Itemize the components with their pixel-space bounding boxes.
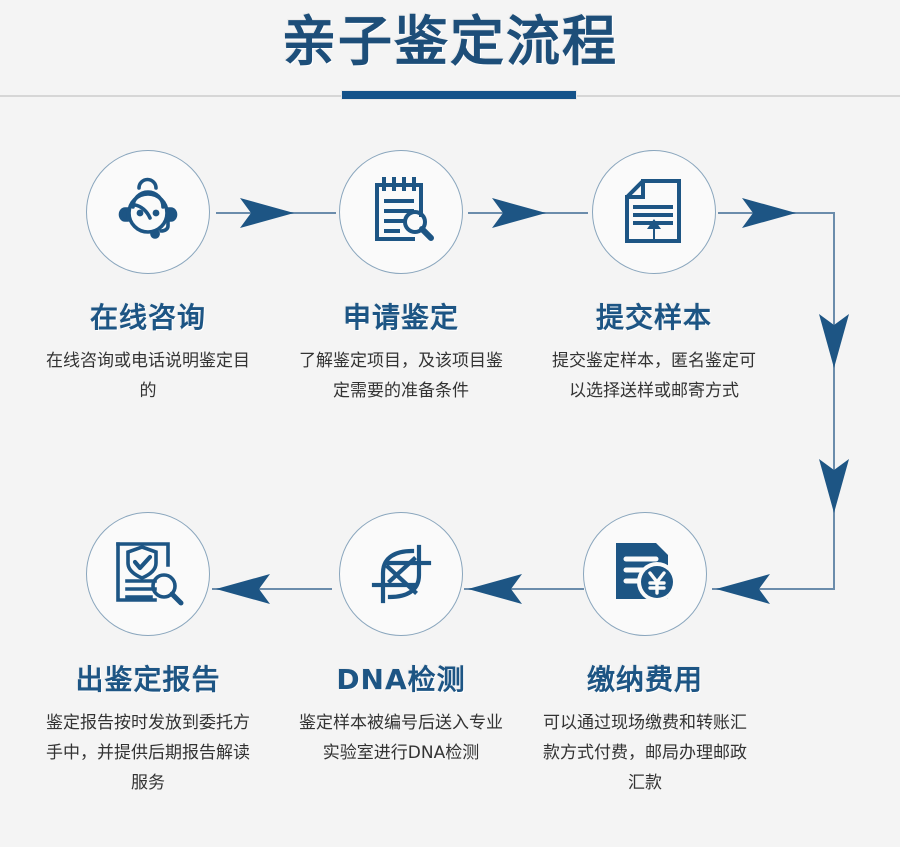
step-description: 提交鉴定样本，匿名鉴定可以选择送样或邮寄方式	[552, 351, 756, 401]
dna-helix-icon	[371, 544, 432, 604]
step-description: 鉴定样本被编号后送入专业实验室进行DNA检测	[299, 713, 503, 763]
headset-operator-icon	[118, 177, 178, 239]
arrow-wrap-down-1	[819, 314, 849, 368]
step-title: 申请鉴定	[342, 301, 459, 334]
step-apply-appraisal[interactable]: 申请鉴定 了解鉴定项目，及该项目鉴定需要的准备条件	[286, 150, 516, 406]
step-online-consultation[interactable]: 在线咨询 在线咨询或电话说明鉴定目的	[33, 150, 263, 406]
step-icon-circle	[339, 512, 463, 636]
step-title: DNA检测	[336, 663, 466, 696]
step-description: 鉴定报告按时发放到委托方手中，并提供后期报告解读服务	[46, 713, 250, 793]
invoice-yen-icon	[616, 543, 677, 602]
step-issue-report[interactable]: 出鉴定报告 鉴定报告按时发放到委托方手中，并提供后期报告解读服务	[33, 512, 263, 798]
step-title: 在线咨询	[89, 301, 206, 334]
step-icon-circle	[339, 150, 463, 274]
connector-line-vertical	[833, 212, 835, 590]
page-header: 亲子鉴定流程	[0, 0, 900, 110]
step-pay-fee[interactable]: 缴纳费用 可以通过现场缴费和转账汇款方式付费，邮局办理邮政汇款	[530, 512, 760, 798]
document-upload-icon	[625, 179, 681, 243]
step-description: 在线咨询或电话说明鉴定目的	[46, 351, 250, 401]
step-description: 可以通过现场缴费和转账汇款方式付费，邮局办理邮政汇款	[543, 713, 747, 793]
step-title: 出鉴定报告	[75, 663, 221, 696]
step-icon-circle	[583, 512, 707, 636]
step-description: 了解鉴定项目，及该项目鉴定需要的准备条件	[299, 351, 503, 401]
title-underline-bar	[342, 91, 576, 99]
step-icon-circle	[86, 512, 210, 636]
page-title: 亲子鉴定流程	[282, 10, 618, 73]
report-shield-search-icon	[116, 542, 184, 606]
step-dna-test[interactable]: DNA检测 鉴定样本被编号后送入专业实验室进行DNA检测	[286, 512, 516, 768]
step-title: 提交样本	[595, 301, 712, 334]
step-icon-circle	[592, 150, 716, 274]
arrow-wrap-down-2	[819, 459, 849, 513]
step-submit-sample[interactable]: 提交样本 提交鉴定样本，匿名鉴定可以选择送样或邮寄方式	[539, 150, 769, 406]
clipboard-search-icon	[375, 177, 434, 241]
step-icon-circle	[86, 150, 210, 274]
step-title: 缴纳费用	[586, 663, 703, 696]
